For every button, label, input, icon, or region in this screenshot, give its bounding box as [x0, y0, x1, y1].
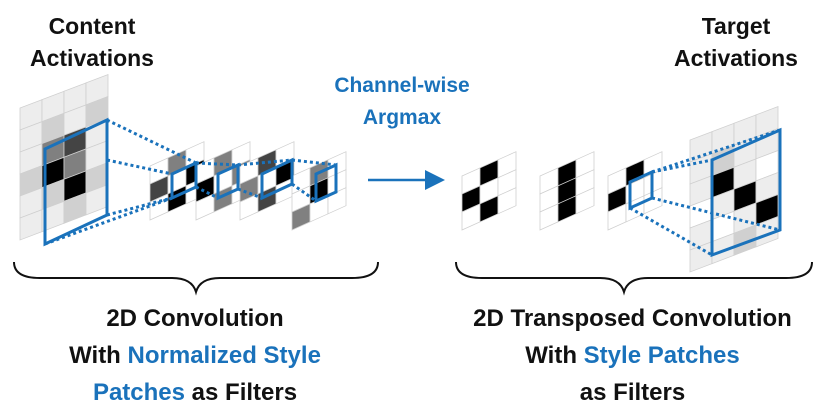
argmax-label-line1: Channel-wise — [334, 74, 470, 97]
conv-projection-lines — [44, 118, 337, 246]
argmax-label-line2: Argmax — [362, 106, 442, 129]
target-label-line2: Activations — [674, 45, 798, 71]
conv-caption-line2: With Normalized Style — [20, 337, 370, 374]
argmax-channels — [461, 151, 663, 231]
target-label-line1: Target — [701, 13, 771, 39]
conv-window-4 — [314, 162, 338, 204]
target-cell — [755, 216, 779, 248]
conv-caption-line1: 2D Convolution — [106, 305, 284, 332]
conv-caption: 2D Convolution With Normalized Style Pat… — [20, 300, 370, 411]
conv-caption-as-filters: as Filters — [185, 379, 298, 406]
target-activations-label: Target Activations — [652, 10, 820, 74]
argmax-label: Channel-wise Argmax — [312, 70, 492, 134]
filter-cell — [497, 187, 517, 215]
conv-brace — [13, 261, 379, 296]
tconv-caption-line2: With Style Patches — [440, 337, 825, 374]
tconv-caption: 2D Transposed Convolution With Style Pat… — [440, 300, 825, 411]
content-activation-grid — [19, 74, 109, 241]
content-label-line2: Activations — [30, 45, 154, 71]
tconv-caption-line1: 2D Transposed Convolution — [473, 305, 792, 332]
content-label-line1: Content — [48, 13, 136, 39]
conv-caption-line3: Patches as Filters — [20, 374, 370, 411]
tconv-caption-with: With — [525, 342, 584, 369]
tconv-brace — [455, 261, 813, 296]
conv-caption-normalized-style: Normalized Style — [127, 342, 321, 369]
tconv-caption-line3: as Filters — [579, 379, 686, 406]
conv-caption-with: With — [69, 342, 128, 369]
target-patch-outline — [710, 127, 782, 258]
filter-cell — [575, 187, 595, 215]
content-activations-label: Content Activations — [8, 10, 176, 74]
conv-caption-patches: Patches — [92, 379, 185, 406]
tconv-caption-style-patches: Style Patches — [583, 342, 740, 369]
tconv-projection-lines — [629, 128, 781, 257]
